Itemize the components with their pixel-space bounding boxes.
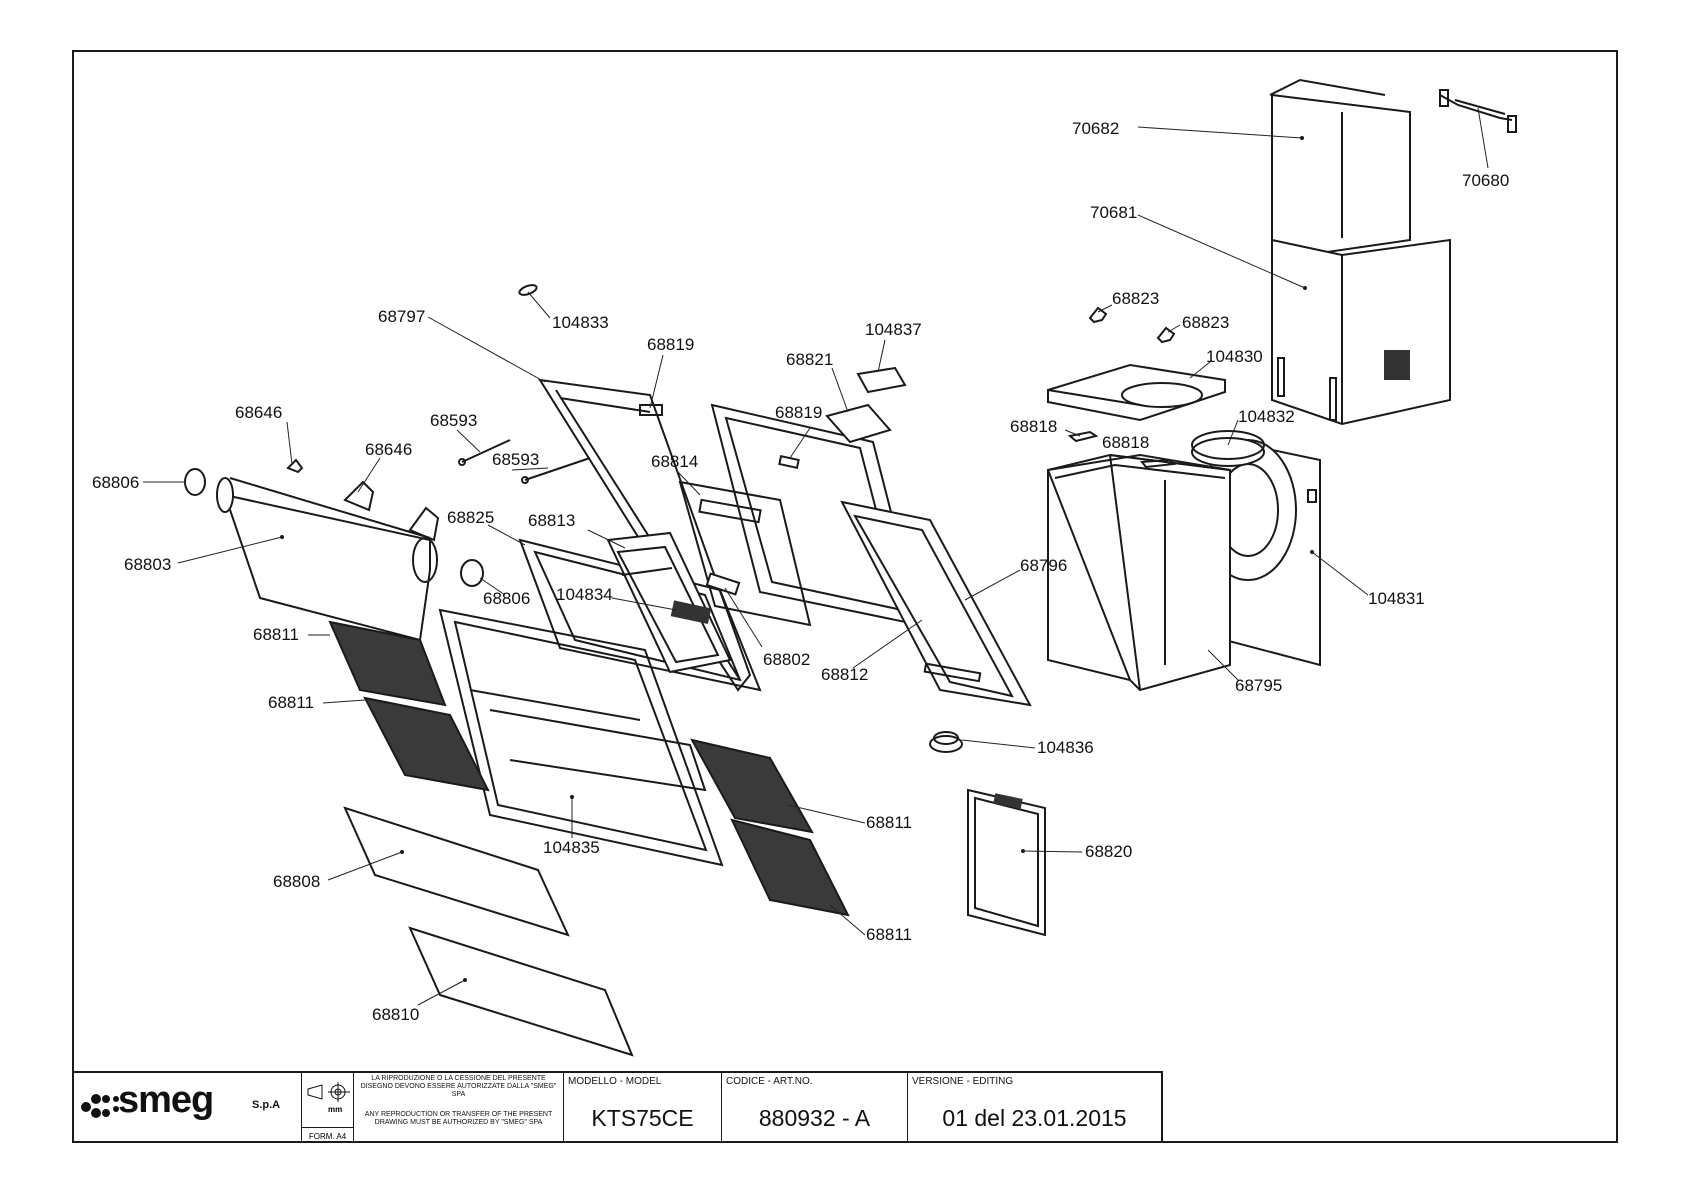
label-68806-b: 68806 xyxy=(483,589,530,608)
transformer-104837 xyxy=(856,366,907,394)
version-cell: VERSIONE - EDITING 01 del 23.01.2015 xyxy=(908,1073,1161,1143)
label-68795: 68795 xyxy=(1235,676,1282,695)
label-70680: 70680 xyxy=(1462,171,1509,190)
label-70681: 70681 xyxy=(1090,203,1137,222)
brand-suffix: S.p.A xyxy=(252,1099,281,1111)
label-68811-b: 68811 xyxy=(268,693,314,712)
label-68814: 68814 xyxy=(651,452,698,471)
label-68802: 68802 xyxy=(763,650,810,669)
label-68821: 68821 xyxy=(786,350,833,369)
brand-cell: smeg S.p.A xyxy=(72,1073,302,1143)
code-value: 880932 - A xyxy=(758,1105,871,1131)
label-104835: 104835 xyxy=(543,838,600,857)
label-68813: 68813 xyxy=(528,511,575,530)
label-68820: 68820 xyxy=(1085,842,1132,861)
chimney-upper-cover xyxy=(1269,78,1411,262)
code-cell: CODICE - ART.NO. 880932 - A xyxy=(722,1073,908,1143)
label-68811-c: 68811 xyxy=(866,813,912,832)
label-68593-b: 68593 xyxy=(492,450,539,469)
label-104836: 104836 xyxy=(1037,738,1094,757)
form-label: FORM. A4 xyxy=(302,1127,353,1141)
version-caption: VERSIONE - EDITING xyxy=(912,1076,1014,1087)
grease-filter-68811-1 xyxy=(328,620,447,707)
model-value: KTS75CE xyxy=(591,1105,694,1131)
label-68823-b: 68823 xyxy=(1182,313,1229,332)
label-68808: 68808 xyxy=(273,872,320,891)
label-68593-a: 68593 xyxy=(430,411,477,430)
light-board-104834 xyxy=(670,600,712,624)
vent-slots xyxy=(1384,350,1410,380)
leader-lines xyxy=(143,107,1489,1006)
label-68811-d: 68811 xyxy=(866,925,912,944)
lamp-104836 xyxy=(929,731,963,753)
motor-hood-body xyxy=(1047,453,1231,692)
label-104832: 104832 xyxy=(1238,407,1295,426)
version-value: 01 del 23.01.2015 xyxy=(942,1105,1127,1131)
label-68819-b: 68819 xyxy=(775,403,822,422)
label-104830: 104830 xyxy=(1206,347,1263,366)
label-68810: 68810 xyxy=(372,1005,419,1024)
notice-italian: LA RIPRODUZIONE O LA CESSIONE DEL PRESEN… xyxy=(360,1075,557,1098)
label-68806-a: 68806 xyxy=(92,473,139,492)
label-104834: 104834 xyxy=(556,585,613,604)
grease-filter-68811-4 xyxy=(730,818,850,917)
label-104833: 104833 xyxy=(552,313,609,332)
label-68803: 68803 xyxy=(124,555,171,574)
switch-68802 xyxy=(705,572,741,596)
smeg-logo-dots-icon xyxy=(81,1094,119,1118)
label-68818-a: 68818 xyxy=(1010,417,1057,436)
label-68818-b: 68818 xyxy=(1102,433,1149,452)
grease-filter-68811-3 xyxy=(690,738,814,834)
unit-cell: mm FORM. A4 xyxy=(302,1073,354,1143)
label-70682: 70682 xyxy=(1072,119,1119,138)
notice-english: ANY REPRODUCTION OR TRANSFER OF THE PRES… xyxy=(364,1111,553,1126)
projection-symbol-icon xyxy=(307,1082,350,1102)
control-panel-68803 xyxy=(216,477,438,642)
label-68823-a: 68823 xyxy=(1112,289,1159,308)
title-block: smeg S.p.A mm FORM. A4 LA RIPRODUZIONE O… xyxy=(72,1071,1163,1143)
motor-mount-plate xyxy=(1047,363,1226,422)
chimney-lower-cover xyxy=(1271,238,1451,426)
label-68796: 68796 xyxy=(1020,556,1067,575)
cover-panel-68808 xyxy=(343,806,570,937)
frame-68813 xyxy=(606,531,732,674)
label-68825: 68825 xyxy=(447,508,494,527)
grease-filter-68811-2 xyxy=(363,696,490,792)
code-caption: CODICE - ART.NO. xyxy=(726,1076,813,1087)
part-labels: 70682 70680 70681 68823 68823 104830 104… xyxy=(92,119,1509,1024)
main-canopy-104835 xyxy=(438,608,724,867)
label-68811-a: 68811 xyxy=(253,625,299,644)
rod-68593 xyxy=(458,439,591,484)
unit-label: mm xyxy=(328,1105,343,1114)
notice-cell: LA RIPRODUZIONE O LA CESSIONE DEL PRESEN… xyxy=(354,1073,564,1143)
charcoal-filter-68820 xyxy=(967,788,1046,937)
brand-name: smeg xyxy=(118,1079,214,1121)
label-68646-a: 68646 xyxy=(235,403,282,422)
label-104831: 104831 xyxy=(1368,589,1425,608)
label-68646-b: 68646 xyxy=(365,440,412,459)
bracket-68818 xyxy=(1067,430,1177,469)
clip-68823 xyxy=(1088,306,1176,344)
gasket-68806-center xyxy=(460,559,484,587)
label-68812: 68812 xyxy=(821,665,868,684)
frame-68812 xyxy=(840,500,1032,707)
label-68797: 68797 xyxy=(378,307,425,326)
label-104837: 104837 xyxy=(865,320,922,339)
drawing-sheet-border xyxy=(72,50,1618,1143)
label-68819-a: 68819 xyxy=(647,335,694,354)
capacitor-68821 xyxy=(825,403,892,444)
model-caption: MODELLO - MODEL xyxy=(568,1076,662,1087)
model-cell: MODELLO - MODEL KTS75CE xyxy=(564,1073,722,1143)
